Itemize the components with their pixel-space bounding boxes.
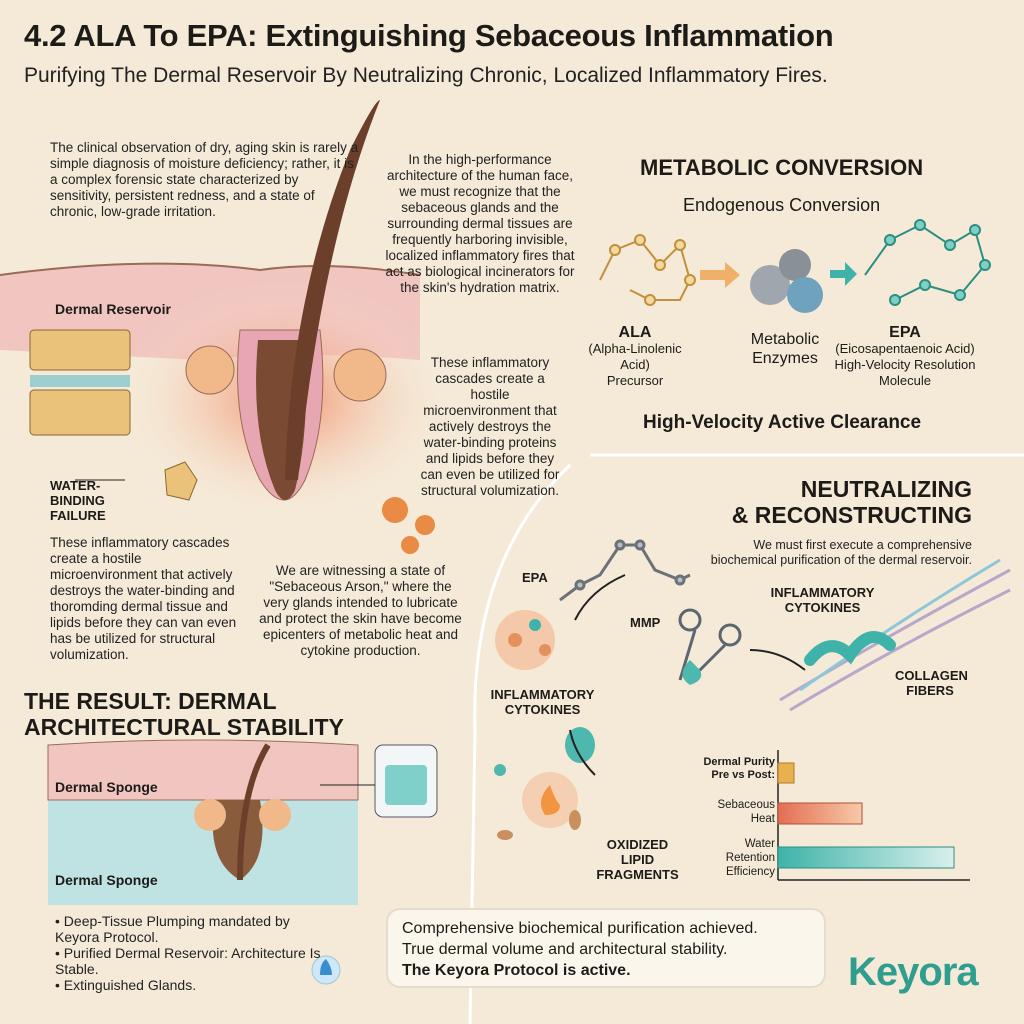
status-callout: Comprehensive biochemical purification a…: [386, 908, 826, 988]
neutralizing-title: NEUTRALIZING & RECONSTRUCTING: [732, 476, 972, 528]
ala-name: ALA: [618, 324, 652, 341]
result-bullets: • Deep-Tissue Plumping mandated by Keyor…: [55, 913, 325, 993]
result-title: THE RESULT: DERMAL ARCHITECTURAL STABILI…: [24, 688, 344, 740]
gear-enzymes-icon: [750, 249, 823, 313]
collagen-fibers-label: COLLAGEN FIBERS: [895, 668, 968, 698]
cascades-paragraph-center: These inflammatory cascades create a hos…: [420, 355, 560, 498]
bullet-item: • Deep-Tissue Plumping mandated by Keyor…: [55, 913, 290, 945]
epa-label: EPA (Eicosapentaenoic Acid) High-Velocit…: [830, 325, 980, 389]
bullet-item: • Purified Dermal Reservoir: Architectur…: [55, 945, 321, 977]
chart-category-label: Water Retention Efficiency: [725, 838, 775, 878]
ala-label: ALA (Alpha-Linolenic Acid) Precursor: [580, 325, 690, 389]
cytokines-cluster-icon: [495, 610, 555, 670]
bullet-item: • Extinguished Glands.: [55, 977, 197, 993]
water-binding-failure-label: WATER-BINDING FAILURE: [50, 478, 106, 523]
arrow-right-icon: [700, 262, 740, 288]
chart-category-label: Sebaceous Heat: [717, 799, 775, 825]
result-title-line2: ARCHITECTURAL STABILITY: [24, 714, 344, 740]
cytokines-left-label: INFLAMMATORY CYTOKINES: [490, 687, 595, 717]
skin-cross-section-illustration: [0, 100, 1024, 1024]
neutralizing-title-line1: NEUTRALIZING: [800, 476, 972, 502]
epa-structure-label: EPA: [522, 570, 548, 585]
page-subtitle: Purifying The Dermal Reservoir By Neutra…: [24, 64, 828, 87]
epa-desc: (Eicosapentaenoic Acid): [835, 341, 975, 356]
callout-line1: Comprehensive biochemical purification a…: [402, 920, 758, 937]
cascades-paragraph-left: These inflammatory cascades create a hos…: [50, 535, 237, 662]
water-reservoir-tank-icon: [374, 744, 438, 818]
epa-name: EPA: [889, 324, 921, 341]
dermal-sponge-illustration: [47, 739, 359, 905]
purity-bar-chart: [777, 750, 970, 881]
epa-molecule-icon: [864, 219, 991, 306]
keyora-logo: Keyora: [848, 950, 979, 994]
dermal-sponge-bottom-label: Dermal Sponge: [55, 872, 158, 888]
chart-bar-purity: [777, 762, 795, 784]
active-clearance-label: High-Velocity Active Clearance: [643, 412, 922, 433]
neutralizing-desc: We must first execute a comprehensive bi…: [710, 538, 972, 567]
dermal-reservoir-label: Dermal Reservoir: [55, 301, 171, 317]
chart-bar-water-retention: [777, 846, 955, 869]
callout-line2: True dermal volume and architectural sta…: [402, 941, 728, 958]
ala-molecule-icon: [599, 234, 696, 306]
neutralizing-title-line2: & RECONSTRUCTING: [731, 502, 972, 528]
mmp-label: MMP: [630, 615, 661, 630]
endogenous-conversion-subtitle: Endogenous Conversion: [683, 195, 881, 215]
epa-structure-icon: [559, 539, 691, 602]
chart-title: Dermal Purity Pre vs Post:: [703, 756, 775, 781]
ala-role: Precursor: [606, 373, 664, 388]
sebaceous-arson-paragraph: We are witnessing a state of "Sebaceous …: [259, 563, 462, 658]
section-divider: [468, 463, 572, 1024]
callout-line3: The Keyora Protocol is active.: [402, 962, 631, 979]
epa-role: High-Velocity Resolution Molecule: [834, 357, 976, 388]
cytokines-right-label: INFLAMMATORY CYTOKINES: [770, 585, 875, 615]
dermal-sponge-top-label: Dermal Sponge: [55, 779, 158, 795]
ala-desc: (Alpha-Linolenic Acid): [588, 341, 682, 372]
intro-paragraph: The clinical observation of dry, aging s…: [50, 140, 359, 219]
page-title: 4.2 ALA To EPA: Extinguishing Sebaceous …: [24, 18, 834, 53]
sponge-block-icon: [29, 329, 131, 436]
result-title-line1: THE RESULT: DERMAL: [24, 688, 277, 714]
metabolic-conversion-title: METABOLIC CONVERSION: [640, 155, 924, 180]
architecture-paragraph: In the high-performance architecture of …: [385, 152, 575, 295]
arrow-right-icon: [830, 262, 857, 286]
oxidized-fragments-icon: [494, 727, 595, 840]
chart-bar-sebaceous-heat: [777, 802, 863, 825]
metabolic-enzymes-label: Metabolic Enzymes: [750, 331, 820, 367]
oxidized-lipid-label: OXIDIZED LIPID FRAGMENTS: [596, 837, 679, 882]
